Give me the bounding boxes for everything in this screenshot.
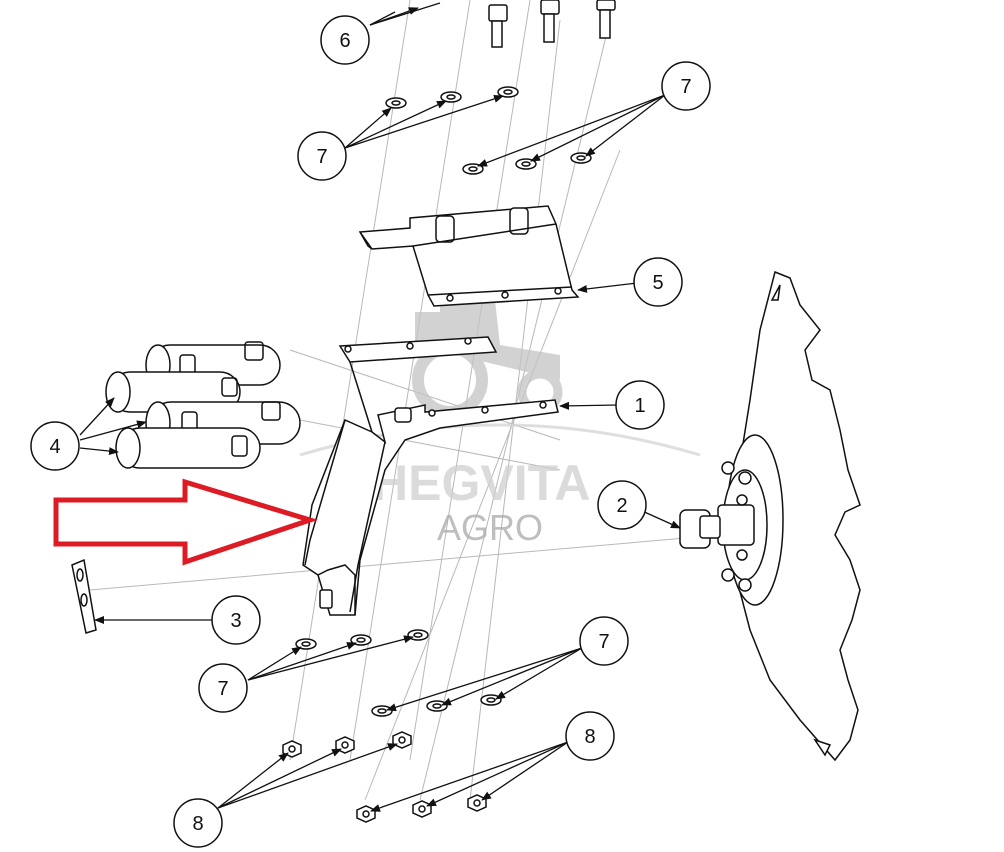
callout-2-label: 2 [616,495,627,517]
callout-7-bottom-left: 7 [198,663,248,713]
callout-6: 6 [320,15,370,65]
plate [71,558,97,634]
highlight-arrow-icon [53,478,319,566]
bolt [596,0,616,39]
callout-7-top-left: 7 [297,131,347,181]
callout-8-left-label: 8 [192,813,203,835]
callout-8-left: 8 [173,798,223,848]
callout-4-label: 4 [49,436,60,458]
cylinder [115,427,261,469]
callout-2: 2 [597,480,647,530]
main-arm [302,336,559,616]
callout-7-top-right: 7 [661,61,711,111]
callout-7-bottom-left-label: 7 [217,678,228,700]
callout-4: 4 [30,421,80,471]
cylinder-group [105,341,301,469]
callout-3: 3 [211,595,261,645]
bolt [488,4,508,48]
top-bracket [358,205,580,307]
bolt [540,0,560,43]
callout-5-label: 5 [652,272,663,294]
callout-8-right-label: 8 [584,726,595,748]
callout-6-label: 6 [339,30,350,52]
callout-8-right: 8 [565,711,615,761]
disc-blade [679,270,861,762]
bolt-group [488,0,616,48]
nut-group [282,731,487,823]
watermark-brand: HEGVITA [372,455,591,511]
callout-7-top-right-label: 7 [680,76,691,98]
callout-7-bottom-right: 7 [579,616,629,666]
leader-lines [79,2,681,812]
callout-3-label: 3 [230,610,241,632]
callout-1: 1 [615,380,665,430]
callout-1-label: 1 [634,395,645,417]
callout-5: 5 [633,257,683,307]
watermark-sub: AGRO [437,507,543,548]
callout-7-top-left-label: 7 [316,146,327,168]
callout-7-bottom-right-label: 7 [598,631,609,653]
